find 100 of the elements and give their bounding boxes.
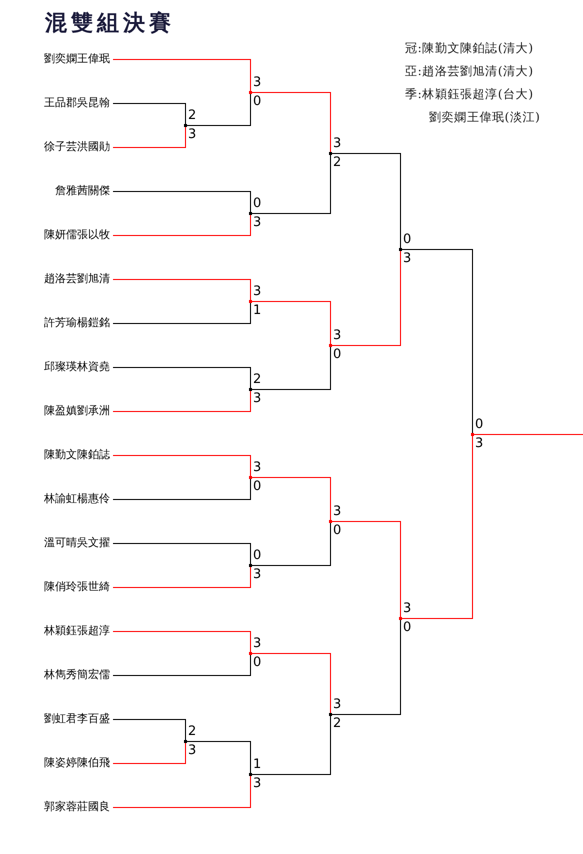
score: 3 (253, 216, 262, 230)
bracket-line (250, 154, 331, 214)
score: 2 (188, 109, 196, 123)
score: 1 (253, 758, 262, 772)
team-name: 林雋秀簡宏儒 (10, 668, 110, 682)
junction-point (249, 476, 252, 479)
score: 1 (253, 304, 262, 318)
bracket-line (472, 434, 583, 435)
team-name: 陳妍儒張以牧 (10, 228, 110, 242)
bracket-line (112, 191, 251, 212)
score: 3 (333, 505, 342, 519)
score: 3 (333, 137, 342, 151)
result-note: 季:林穎鈺張超淳(台大) (405, 86, 534, 102)
bracket-line (112, 566, 251, 588)
bracket-line (186, 741, 251, 774)
bracket-line (250, 522, 331, 566)
junction-point (329, 344, 332, 347)
score: 0 (253, 656, 262, 670)
score: 3 (253, 637, 262, 651)
team-name: 許芳瑜楊鎧銘 (10, 316, 110, 330)
team-name: 詹雅茜關傑 (10, 184, 110, 198)
bracket-line (250, 714, 331, 775)
bracket-line (186, 92, 251, 126)
bracket-line (112, 302, 251, 324)
score: 0 (253, 480, 262, 494)
score: 3 (333, 698, 342, 712)
score: 3 (333, 329, 342, 343)
title: 混雙組決賽 (45, 9, 175, 38)
score: 2 (188, 725, 196, 739)
score: 3 (253, 461, 262, 475)
score: 3 (253, 568, 262, 582)
bracket-line (330, 618, 401, 715)
score: 2 (333, 156, 342, 170)
junction-point (249, 300, 252, 303)
bracket-line (112, 719, 186, 740)
bracket-line (112, 126, 186, 148)
junction-point (399, 248, 402, 251)
bracket-line (250, 477, 331, 520)
bracket-line (400, 434, 473, 619)
score: 2 (333, 717, 342, 731)
junction-point (249, 212, 252, 215)
team-name: 趙洛芸劉旭清 (10, 272, 110, 286)
score: 2 (253, 373, 262, 387)
score: 3 (188, 744, 196, 758)
score: 0 (403, 233, 412, 247)
junction-point (329, 713, 332, 716)
team-name: 劉奕嫻王偉珉 (10, 52, 110, 66)
team-name: 陳姿婷陳伯飛 (10, 756, 110, 770)
result-note: 劉奕嫻王偉珉(淡江) (429, 109, 540, 125)
bracket-line (112, 774, 251, 808)
score: 0 (253, 197, 262, 211)
score: 3 (403, 602, 412, 616)
bracket-line (112, 631, 251, 652)
bracket-line (330, 153, 401, 248)
score: 3 (253, 285, 262, 299)
team-name: 林穎鈺張超淳 (10, 624, 110, 638)
team-name: 陳勤文陳鉑誌 (10, 448, 110, 462)
junction-point (471, 433, 474, 436)
team-name: 王品郡吳昆翰 (10, 96, 110, 110)
bracket-line (112, 279, 251, 300)
bracket-line (112, 478, 251, 500)
bracket-line (250, 346, 331, 390)
bracket-line (250, 301, 331, 344)
bracket-line (112, 543, 251, 564)
score: 3 (403, 252, 412, 266)
junction-point (329, 152, 332, 155)
junction-point (249, 388, 252, 391)
junction-point (184, 124, 187, 127)
score: 0 (403, 621, 412, 635)
bracket-line (250, 92, 331, 152)
bracket-line (112, 455, 251, 476)
junction-point (329, 520, 332, 523)
score: 3 (253, 777, 262, 791)
bracket-line (250, 653, 331, 714)
bracket-line (112, 59, 251, 92)
bracket-line (112, 742, 186, 764)
bracket-line (400, 249, 473, 434)
bracket-line (112, 214, 251, 236)
score: 0 (253, 549, 262, 563)
bracket-line (330, 250, 401, 346)
team-name: 溫可晴吳文擢 (10, 536, 110, 550)
junction-point (249, 564, 252, 567)
team-name: 劉虹君李百盛 (10, 712, 110, 726)
junction-point (249, 91, 252, 94)
junction-point (249, 773, 252, 776)
team-name: 陳盈嫃劉承洲 (10, 404, 110, 418)
result-note: 冠:陳勤文陳鉑誌(清大) (405, 40, 534, 56)
junction-point (249, 652, 252, 655)
score: 0 (253, 95, 262, 109)
result-note: 亞:趙洛芸劉旭清(清大) (405, 63, 534, 79)
score: 3 (253, 392, 262, 406)
score: 3 (253, 76, 262, 90)
score: 3 (475, 437, 484, 451)
bracket-line (112, 367, 251, 388)
junction-point (184, 740, 187, 743)
score: 0 (333, 348, 342, 362)
score: 0 (333, 524, 342, 538)
score: 3 (188, 128, 196, 142)
team-name: 郭家蓉莊國良 (10, 800, 110, 814)
bracket-line (112, 390, 251, 412)
